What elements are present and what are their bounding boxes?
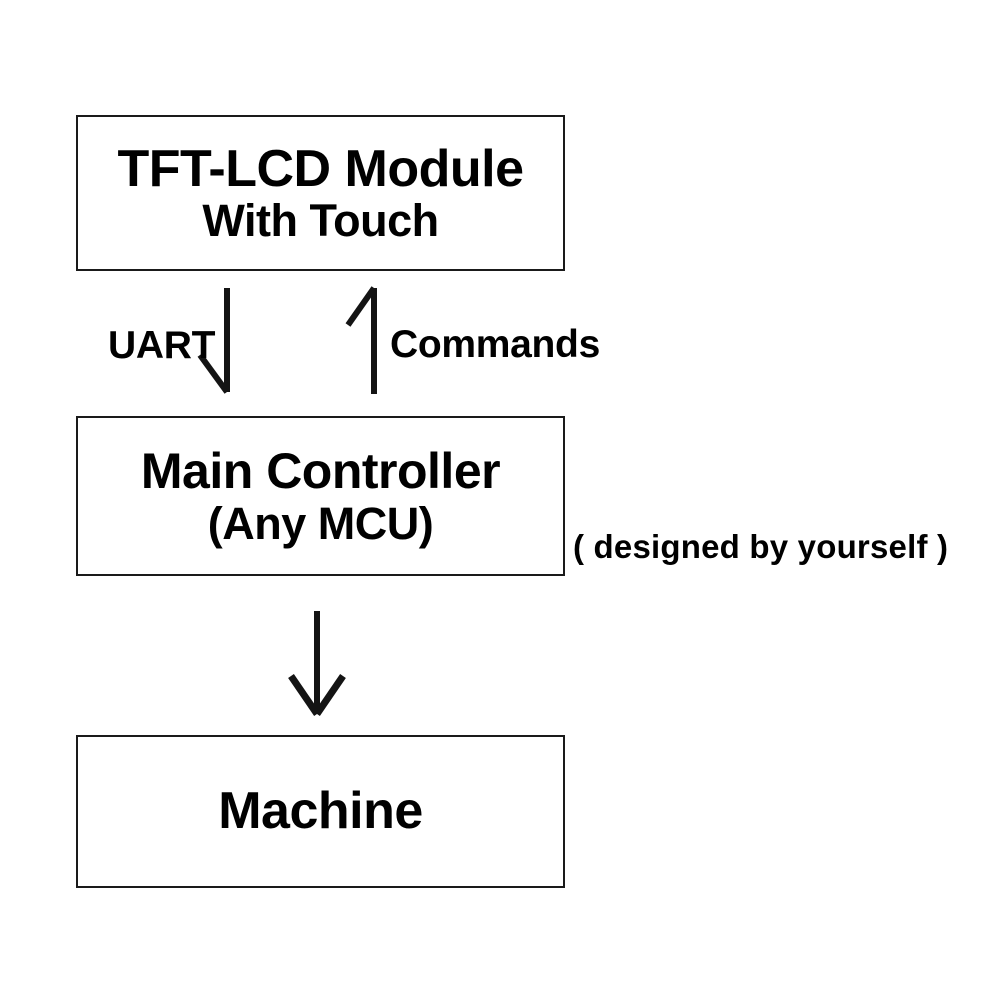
annotation-designed-by-yourself: ( designed by yourself ) (573, 528, 949, 565)
node-tft-lcd-module-subtitle: With Touch (202, 194, 439, 246)
node-main-controller: Main Controller (Any MCU) (76, 416, 565, 576)
node-main-controller-subtitle: (Any MCU) (207, 497, 434, 549)
edge-label-uart: UART (108, 324, 216, 367)
arrow-mcu-to-machine (288, 611, 346, 716)
edge-label-commands: Commands (390, 323, 600, 366)
node-tft-lcd-module: TFT-LCD Module With Touch (76, 115, 565, 271)
arrow-machine-head-left-barb (288, 674, 320, 716)
node-machine: Machine (76, 735, 565, 888)
node-main-controller-title: Main Controller (140, 442, 501, 499)
node-tft-lcd-module-title: TFT-LCD Module (117, 139, 524, 198)
node-machine-title: Machine (218, 781, 423, 840)
arrow-machine-head-right-barb (314, 674, 346, 716)
arrow-commands-head-barb (345, 286, 377, 327)
arrow-commands-up (345, 286, 377, 394)
